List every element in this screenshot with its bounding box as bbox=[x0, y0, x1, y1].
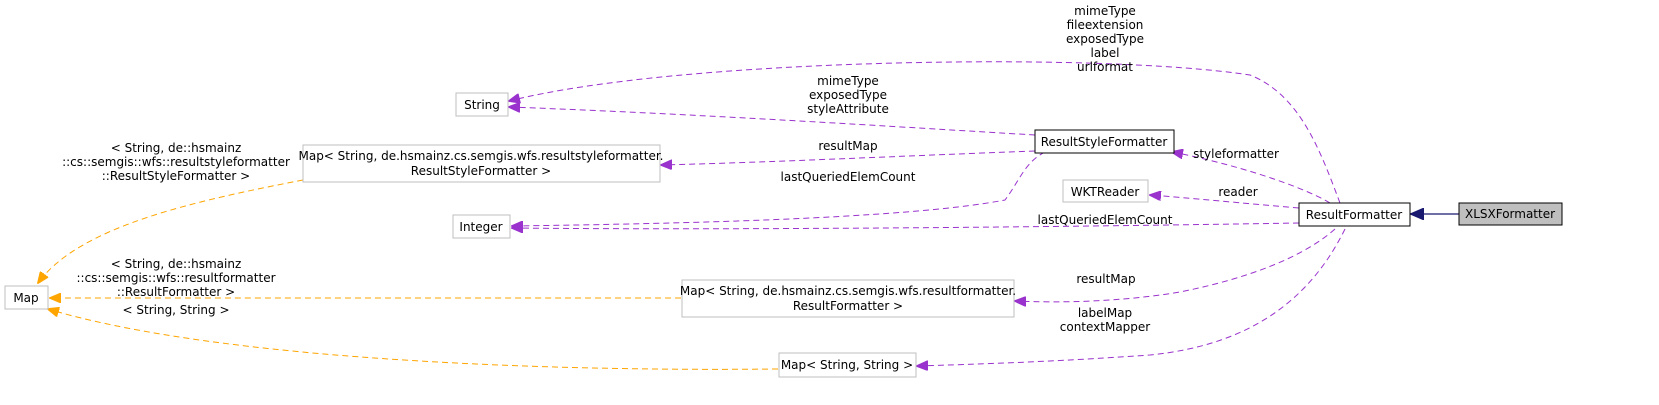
label-mapstring-map: < String, String > bbox=[123, 303, 230, 317]
node-xlsx-formatter[interactable]: XLSXFormatter bbox=[1458, 202, 1563, 226]
node-label-line2: ResultStyleFormatter > bbox=[411, 164, 551, 178]
node-label: String bbox=[464, 98, 500, 112]
edge-resultstyleformatter-to-integer bbox=[512, 151, 1046, 226]
node-map-string-string[interactable]: Map< String, String > bbox=[778, 352, 917, 378]
label-rf-integer: lastQueriedElemCount bbox=[1038, 213, 1173, 227]
label-rsf-integer: lastQueriedElemCount bbox=[781, 170, 916, 184]
node-label-line1: Map< String, de.hsmainz.cs.semgis.wfs.re… bbox=[298, 149, 663, 163]
edge-resultformatter-to-integer bbox=[512, 222, 1300, 229]
edge-resultstyleformatter-to-string bbox=[509, 107, 1036, 136]
label-rsf-string: mimeType exposedType styleAttribute bbox=[807, 74, 889, 116]
edge-label-line: < String, de::hsmainz bbox=[111, 257, 242, 271]
edge-label-line: contextMapper bbox=[1060, 320, 1151, 334]
edge-label-line: exposedType bbox=[1066, 32, 1144, 46]
label-mapresult-map: < String, de::hsmainz ::cs::semgis::wfs:… bbox=[76, 257, 275, 299]
edge-label-line: mimeType bbox=[817, 74, 879, 88]
edge-label-line: urlformat bbox=[1077, 60, 1133, 74]
edge-label-line: ::cs::semgis::wfs::resultformatter bbox=[76, 271, 275, 285]
edge-resultformatter-to-string bbox=[509, 61, 1341, 204]
edge-label-line: exposedType bbox=[809, 88, 887, 102]
edge-resultformatter-to-resultstyleformatter bbox=[1172, 152, 1331, 204]
label-rf-mapresult: resultMap bbox=[1076, 272, 1135, 286]
node-label: WKTReader bbox=[1071, 185, 1140, 199]
edge-label-line: ::ResultStyleFormatter > bbox=[102, 169, 250, 183]
node-result-formatter[interactable]: ResultFormatter bbox=[1298, 202, 1411, 227]
edge-label-line: labelMap bbox=[1078, 306, 1132, 320]
edge-resultstyleformatter-to-mapstyle bbox=[661, 150, 1036, 165]
edge-resultformatter-to-mapstring bbox=[917, 228, 1346, 366]
node-integer[interactable]: Integer bbox=[452, 214, 511, 239]
node-wkt-reader[interactable]: WKTReader bbox=[1062, 179, 1149, 203]
edge-label-line: < String, de::hsmainz bbox=[111, 141, 242, 155]
node-label: Integer bbox=[459, 220, 502, 234]
label-rf-rsf: styleformatter bbox=[1193, 147, 1279, 161]
edge-label-line: mimeType bbox=[1074, 4, 1136, 18]
label-mapstyle-map: < String, de::hsmainz ::cs::semgis::wfs:… bbox=[62, 141, 290, 183]
edge-label-line: ::cs::semgis::wfs::resultstyleformatter bbox=[62, 155, 290, 169]
node-map[interactable]: Map bbox=[4, 285, 49, 310]
edge-mapstyle-to-map bbox=[38, 179, 304, 283]
node-label-line2: ResultFormatter > bbox=[793, 299, 903, 313]
edge-label-line: fileextension bbox=[1067, 18, 1144, 32]
label-rf-wktreader: reader bbox=[1218, 185, 1257, 199]
node-string[interactable]: String bbox=[455, 92, 509, 117]
label-rsf-mapstyle: resultMap bbox=[818, 139, 877, 153]
node-label: Map< String, String > bbox=[781, 358, 913, 372]
label-rf-mapstring: labelMap contextMapper bbox=[1060, 306, 1151, 334]
node-map-resultstyleformatter[interactable]: Map< String, de.hsmainz.cs.semgis.wfs.re… bbox=[298, 144, 664, 183]
node-label: XLSXFormatter bbox=[1465, 207, 1555, 221]
node-result-style-formatter[interactable]: ResultStyleFormatter bbox=[1034, 129, 1175, 154]
node-label-line1: Map< String, de.hsmainz.cs.semgis.wfs.re… bbox=[680, 284, 1016, 298]
node-map-resultformatter[interactable]: Map< String, de.hsmainz.cs.semgis.wfs.re… bbox=[680, 279, 1016, 318]
edge-label-line: styleAttribute bbox=[807, 102, 889, 116]
edge-label-line: ::ResultFormatter > bbox=[117, 285, 235, 299]
label-rf-string: mimeType fileextension exposedType label… bbox=[1066, 4, 1144, 74]
edge-mapstring-to-map bbox=[48, 309, 779, 370]
edge-resultformatter-to-mapresult bbox=[1015, 228, 1336, 302]
node-label: ResultStyleFormatter bbox=[1041, 135, 1168, 149]
edge-resultformatter-to-wktreader bbox=[1150, 195, 1300, 209]
node-label: ResultFormatter bbox=[1306, 208, 1402, 222]
edge-label-line: label bbox=[1090, 46, 1119, 60]
node-label: Map bbox=[13, 291, 38, 305]
